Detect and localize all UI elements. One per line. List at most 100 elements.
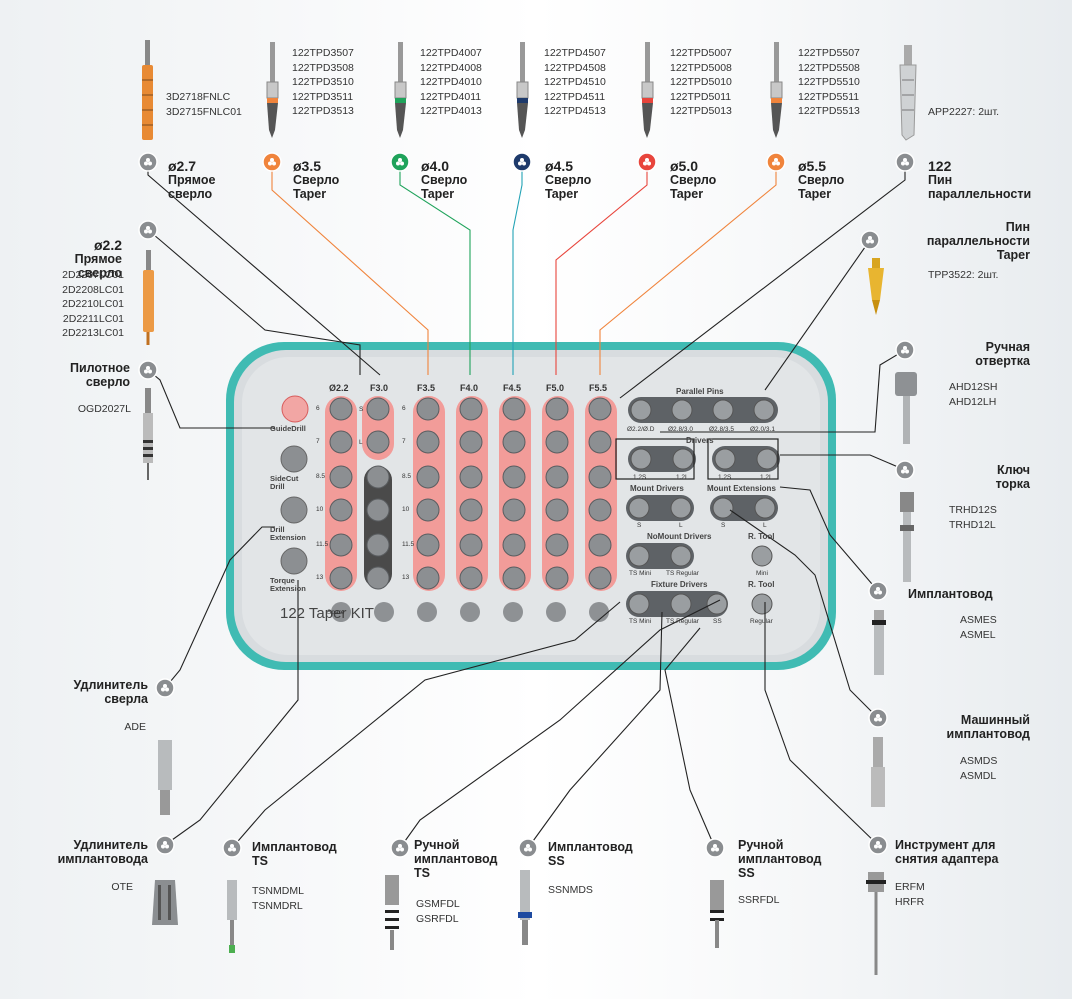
taper-drill-image: [770, 42, 783, 138]
pilot-drill-image: [143, 388, 153, 480]
drill-2-2-image: [143, 250, 154, 345]
mount-ext-label: L: [763, 522, 767, 529]
instrument-badge-icon: [138, 220, 158, 240]
drill-socket: [588, 533, 612, 557]
instrument-badge-icon: [895, 340, 915, 360]
drill-socket: [502, 397, 526, 421]
row-label: 8.5: [316, 473, 326, 480]
rtool2-title: R. Tool: [748, 580, 775, 589]
row-label: 13: [316, 574, 324, 581]
implantovod-ss-image: [518, 870, 532, 945]
hand-screwdriver-label: Ручная отвертка: [975, 340, 1030, 368]
f30-socket: [366, 397, 390, 421]
hand-implantovod-ss-image: [710, 880, 724, 948]
nomount-title: NoMount Drivers: [647, 532, 712, 541]
row-label: 7: [316, 438, 320, 445]
drill-socket: [459, 566, 483, 590]
taper-drill-image: [516, 42, 529, 138]
f30-row-l: L: [359, 439, 363, 446]
instrument-badge-icon: [390, 152, 410, 172]
pilot-drill-code: OGD2027L: [77, 403, 131, 415]
tool-torque-extension: Torque Extension: [270, 576, 306, 593]
instrument-badge-icon: [138, 360, 158, 380]
drill-socket: [459, 397, 483, 421]
drill-socket: [545, 498, 569, 522]
spare-label: Spare: [327, 609, 345, 616]
fixture-title: Fixture Drivers: [651, 580, 708, 589]
row-label: 10: [316, 506, 324, 513]
f30-socket: [366, 465, 390, 489]
machine-implantovod-label: Машинный имплантовод: [946, 713, 1030, 741]
drill-socket: [545, 566, 569, 590]
drill-socket: [416, 498, 440, 522]
instrument-badge-icon: [518, 838, 538, 858]
pp-label: Ø2.2/Ø.D: [627, 426, 655, 433]
row-label: 10: [402, 506, 410, 513]
drivers-title: Drivers: [686, 436, 714, 445]
col-header-f3-0: F3.0: [370, 383, 389, 393]
drill-socket: [545, 430, 569, 454]
implantovod-ss-label: Имплантовод SS: [548, 840, 633, 868]
fixture-label: TS Mini: [629, 618, 652, 625]
instrument-badge-icon: [766, 152, 786, 172]
pilot-drill-label: Пилотное сверло: [69, 361, 130, 389]
row-label: 11.5: [316, 541, 329, 548]
nomount-label: TS Mini: [629, 570, 652, 577]
drill-socket: [588, 430, 612, 454]
drill-socket: [416, 430, 440, 454]
drill-socket: [416, 533, 440, 557]
drill-socket: [329, 397, 353, 421]
instrument-badge-icon: [860, 230, 880, 250]
instrument-badge-icon: [222, 838, 242, 858]
row-label: 13: [402, 574, 410, 581]
pin-122-image: [899, 45, 917, 141]
tool-drill-extension: Drill Extension: [270, 525, 306, 542]
taper-pin-label: Пин параллельности Taper: [926, 220, 1030, 262]
adapter-tool-image: [866, 872, 886, 975]
kit-title: 122 Taper KIT: [280, 605, 374, 622]
col-header-f5-0: F5.0: [546, 383, 565, 393]
drill-socket: [588, 498, 612, 522]
drill-socket: [416, 465, 440, 489]
f30-row-s: S: [359, 406, 364, 413]
tool-sidecut: SideCut Drill: [270, 474, 299, 491]
mount-label: L: [679, 522, 683, 529]
implant-extension-code: OTE: [111, 881, 133, 893]
taper-drill-image: [394, 42, 407, 138]
drill-socket: [329, 430, 353, 454]
row-label: 6: [316, 405, 320, 412]
instrument-badge-icon: [868, 708, 888, 728]
rtool1-label: Mini: [756, 570, 768, 577]
f30-socket: [366, 498, 390, 522]
f30-socket: [366, 533, 390, 557]
taper-drill-image: [266, 42, 279, 138]
drill-socket: [459, 430, 483, 454]
f30-dark-strip: [364, 466, 392, 588]
drill-socket: [459, 465, 483, 489]
col-header-f4-0: F4.0: [460, 383, 479, 393]
drill-socket: [588, 397, 612, 421]
drill-socket: [502, 465, 526, 489]
mount-ext-title: Mount Extensions: [707, 484, 776, 493]
machine-implantovod-image: [871, 737, 885, 807]
implantovod-ts-label: Имплантовод TS: [252, 840, 337, 868]
hand-implantovod-ts-label: Ручной имплантовод TS: [414, 838, 498, 880]
hand-screwdriver-image: [895, 372, 917, 444]
taper-pin-code: TPP3522: 2шт.: [928, 269, 999, 281]
instrument-badge-icon: [895, 460, 915, 480]
drill-socket: [588, 465, 612, 489]
